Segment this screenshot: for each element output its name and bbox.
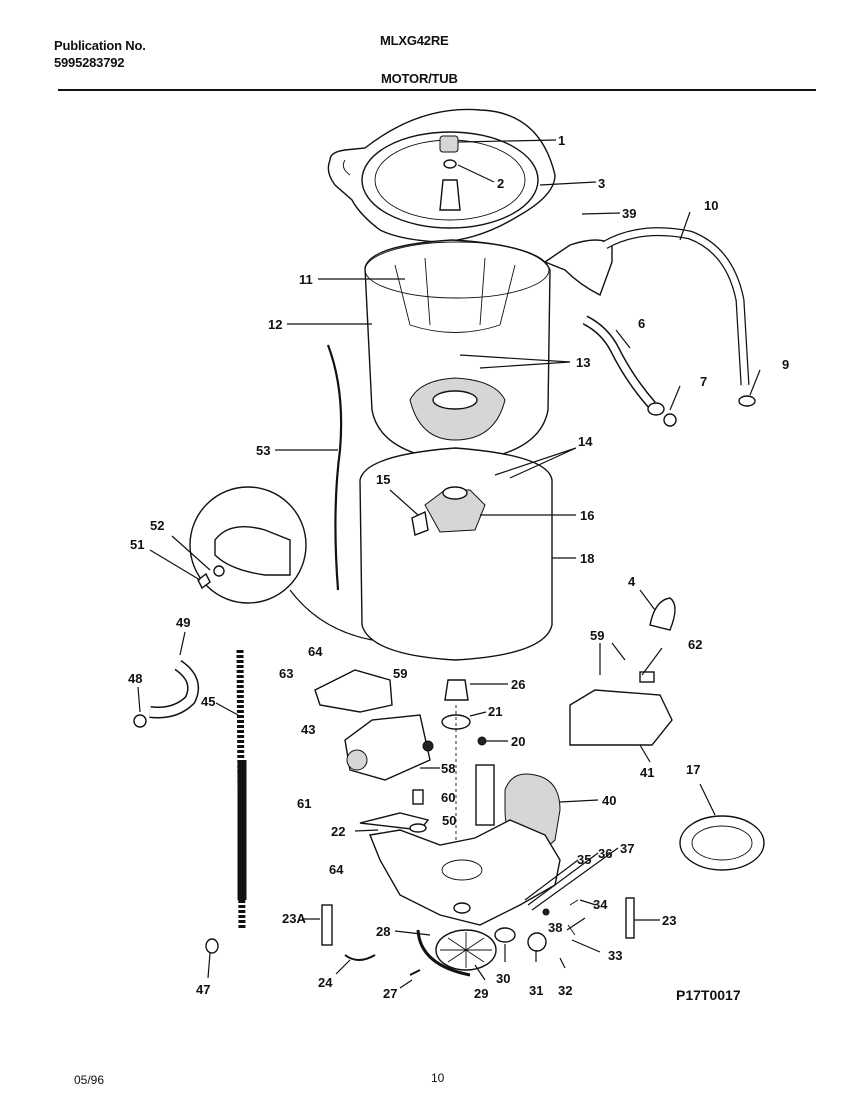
drain-hose bbox=[133, 649, 247, 954]
callout-43: 43 bbox=[301, 722, 315, 737]
agitator-cap bbox=[439, 135, 461, 211]
lid-switch bbox=[569, 597, 676, 746]
callout-22: 22 bbox=[331, 824, 345, 839]
callout-31: 31 bbox=[529, 983, 543, 998]
callout-27: 27 bbox=[383, 986, 397, 1001]
hose-53 bbox=[326, 344, 343, 591]
callout-32: 32 bbox=[558, 983, 572, 998]
callout-labels: 1 2 3 39 10 11 12 6 9 7 13 53 14 15 16 1… bbox=[128, 133, 789, 1003]
callout-30: 30 bbox=[496, 971, 510, 986]
publication-number: 5995283792 bbox=[54, 55, 125, 70]
callout-20: 20 bbox=[511, 734, 525, 749]
callout-48: 48 bbox=[128, 671, 142, 686]
callout-60: 60 bbox=[441, 790, 455, 805]
callout-35: 35 bbox=[577, 852, 591, 867]
diagram-code: P17T0017 bbox=[676, 987, 741, 1003]
detail-circle bbox=[189, 486, 373, 641]
callout-15: 15 bbox=[376, 472, 390, 487]
callout-36: 36 bbox=[598, 846, 612, 861]
callout-14: 14 bbox=[578, 434, 593, 449]
publication-label: Publication No. bbox=[54, 38, 146, 53]
callout-7: 7 bbox=[700, 374, 707, 389]
outer-tub bbox=[359, 447, 553, 661]
header-rule bbox=[58, 89, 816, 91]
callout-47: 47 bbox=[196, 982, 210, 997]
tub-seal-ring bbox=[679, 815, 765, 871]
callout-58: 58 bbox=[441, 761, 455, 776]
callout-13: 13 bbox=[576, 355, 590, 370]
callout-51: 51 bbox=[130, 537, 144, 552]
callout-39: 39 bbox=[622, 206, 636, 221]
inner-basket bbox=[364, 239, 551, 463]
callout-21: 21 bbox=[488, 704, 502, 719]
callout-11: 11 bbox=[299, 272, 313, 287]
callout-34: 34 bbox=[593, 897, 608, 912]
callout-64a: 64 bbox=[308, 644, 323, 659]
callout-64b: 64 bbox=[329, 862, 344, 877]
footer-date: 05/96 bbox=[74, 1073, 105, 1087]
callout-62: 62 bbox=[688, 637, 702, 652]
seal-parts bbox=[441, 679, 487, 860]
callout-50: 50 bbox=[442, 813, 456, 828]
callout-38: 38 bbox=[548, 920, 562, 935]
callout-45: 45 bbox=[201, 694, 215, 709]
callout-1: 1 bbox=[558, 133, 565, 148]
callout-33: 33 bbox=[608, 948, 622, 963]
callout-3: 3 bbox=[598, 176, 605, 191]
callout-52: 52 bbox=[150, 518, 164, 533]
callout-12: 12 bbox=[268, 317, 282, 332]
callout-9: 9 bbox=[782, 357, 789, 372]
model-number: MLXG42RE bbox=[380, 33, 449, 48]
callout-10: 10 bbox=[704, 198, 718, 213]
base-frame bbox=[369, 764, 561, 926]
callout-23: 23 bbox=[662, 913, 676, 928]
callout-18: 18 bbox=[580, 551, 594, 566]
callout-61: 61 bbox=[297, 796, 311, 811]
section-title: MOTOR/TUB bbox=[381, 71, 458, 86]
drive-components bbox=[321, 897, 635, 977]
callout-26a: 26 bbox=[511, 677, 525, 692]
callout-16: 16 bbox=[580, 508, 594, 523]
callout-41: 41 bbox=[640, 765, 654, 780]
callout-53: 53 bbox=[256, 443, 270, 458]
callout-2: 2 bbox=[497, 176, 504, 191]
callout-59b: 59 bbox=[393, 666, 407, 681]
callout-24: 24 bbox=[318, 975, 333, 990]
callout-17: 17 bbox=[686, 762, 700, 777]
hoses-upper bbox=[543, 227, 756, 427]
leader-lines bbox=[137, 139, 761, 989]
tub-ring bbox=[327, 108, 556, 243]
callout-63: 63 bbox=[279, 666, 293, 681]
callout-37: 37 bbox=[620, 841, 634, 856]
callout-40: 40 bbox=[602, 793, 616, 808]
callout-28: 28 bbox=[376, 924, 390, 939]
pump-assembly bbox=[314, 669, 434, 833]
callout-4: 4 bbox=[628, 574, 636, 589]
footer-page: 10 bbox=[431, 1071, 445, 1085]
callout-49: 49 bbox=[176, 615, 190, 630]
callout-29: 29 bbox=[474, 986, 488, 1001]
callout-6: 6 bbox=[638, 316, 645, 331]
callout-23A: 23A bbox=[282, 911, 306, 926]
callout-59a: 59 bbox=[590, 628, 604, 643]
